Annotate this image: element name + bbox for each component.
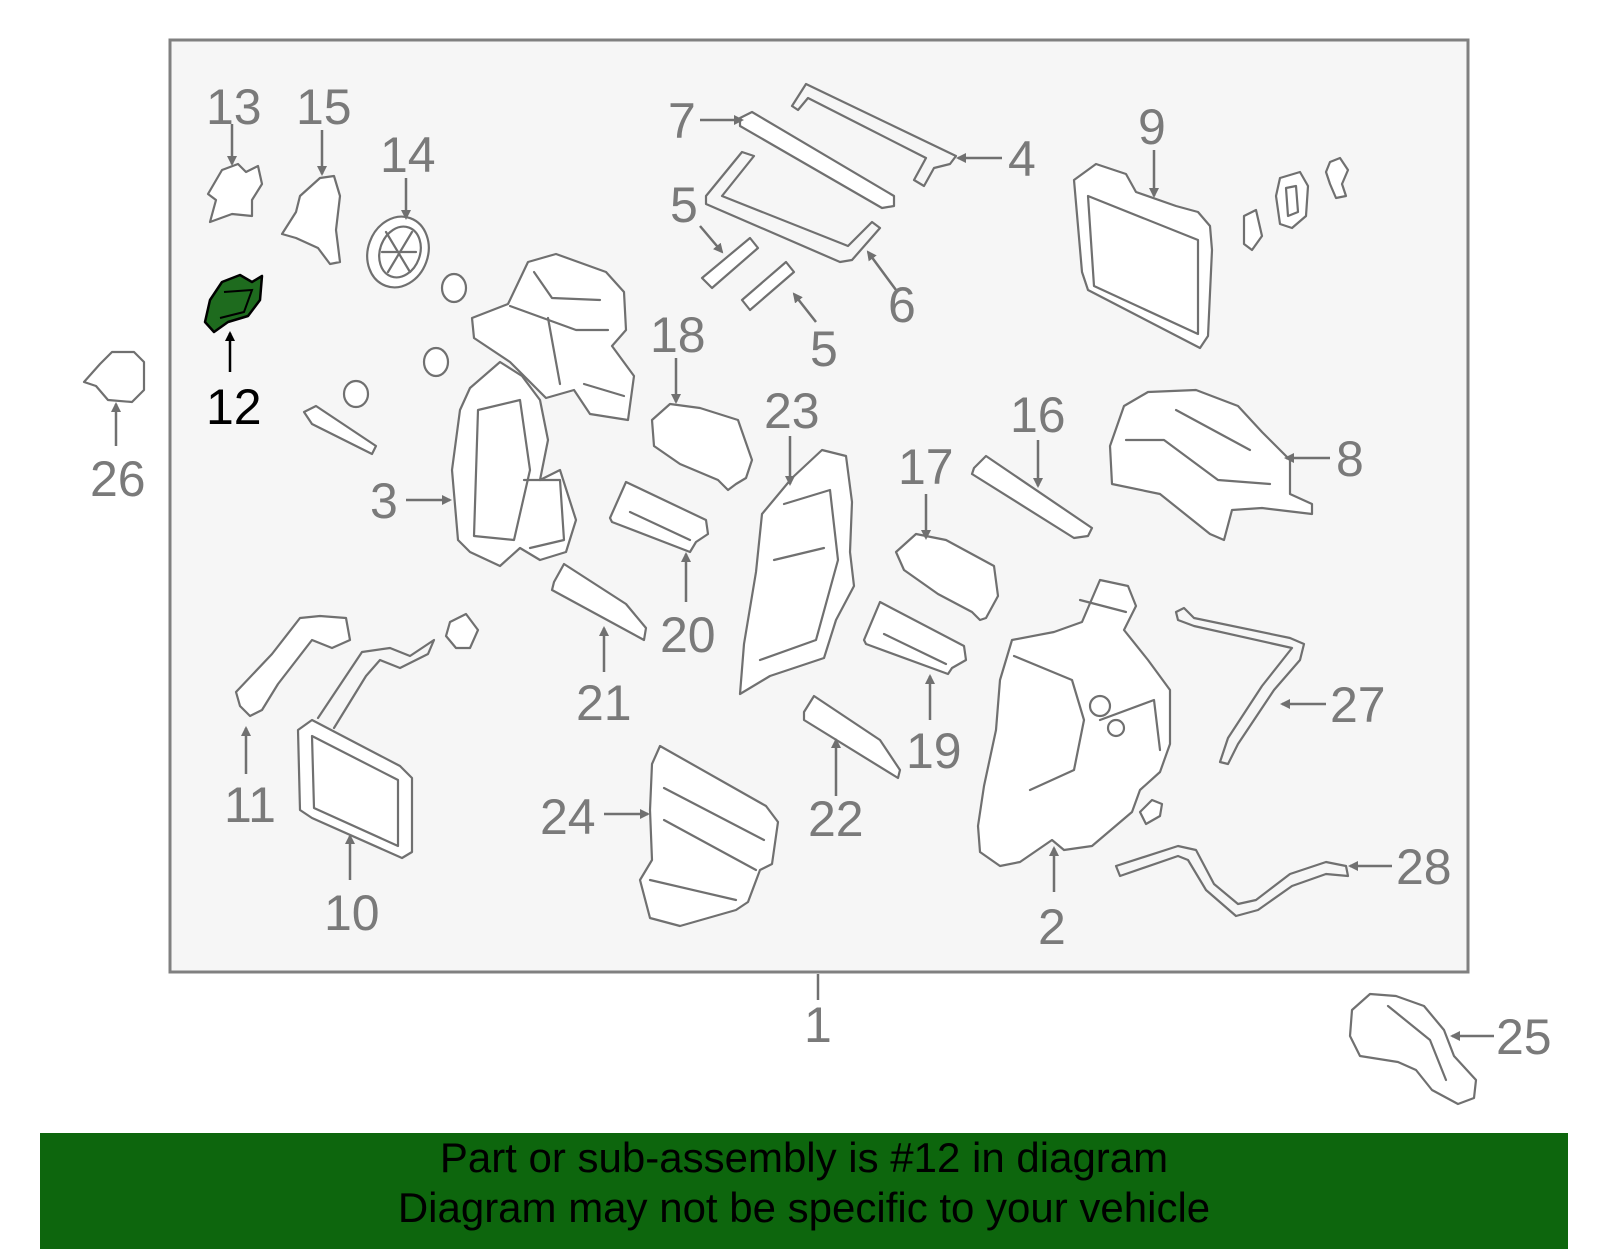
info-banner-background [40,1133,1568,1249]
part-19-detail [882,632,948,666]
banner-line-1: Part or sub-assembly is #12 in diagram [439,1134,1169,1181]
part-16-shape [970,454,1094,540]
callout-19: 19 [906,723,962,779]
blower-housing-shape [470,252,636,422]
banner-line-2: Diagram may not be specific to your vehi… [397,1184,1211,1231]
part-4-shape [790,82,958,188]
part-27-shape [1174,606,1306,766]
callout-13: 13 [206,79,262,135]
part-8-shape [1108,388,1314,542]
part-14-shape [366,215,430,289]
callout-17: 17 [898,439,954,495]
info-banner: Part or sub-assembly is #12 in diagram D… [40,1133,1568,1249]
leader-5a [699,225,724,254]
callout-18: 18 [650,307,706,363]
part-7-shape [738,110,896,210]
callout-6: 6 [888,277,916,333]
part-5b-shape [740,260,796,312]
callout-9: 9 [1138,99,1166,155]
part-24-shape [638,744,780,928]
callout-16: 16 [1010,387,1066,443]
callout-5b: 5 [810,321,838,377]
part-18-shape [650,402,754,492]
part-20-shape [608,480,710,554]
callout-24: 24 [540,789,596,845]
leader-6 [866,250,898,291]
part-13-shape [206,162,264,224]
callout-3: 3 [370,473,398,529]
callout-15: 15 [296,79,352,135]
expansion-fittings [1242,156,1350,252]
part-12-shape[interactable] [203,273,264,334]
part-26-shape [82,350,146,404]
bushing-parts [302,272,468,456]
part-20-detail [628,510,692,542]
part-22-shape [802,694,902,780]
part-9-shape [1072,162,1214,350]
small-bracket-part [1138,798,1164,826]
callout-12: 12 [206,379,262,435]
callout-20: 20 [660,607,716,663]
part-6-shape [704,150,882,264]
part-5a-shape [700,236,760,290]
part-10-shape [296,638,436,860]
part-21-shape [550,562,648,642]
callout-7: 7 [668,93,696,149]
part-28-shape [1114,844,1350,918]
callout-2: 2 [1038,899,1066,955]
part-11-shape [234,614,352,718]
callout-28: 28 [1396,839,1452,895]
callout-1: 1 [804,997,832,1053]
callout-26: 26 [90,451,146,507]
part-15-shape [280,174,342,266]
part-3-shape [450,360,578,568]
callout-11: 11 [224,777,276,833]
callout-22: 22 [808,791,864,847]
part-2-shape [976,578,1172,868]
part-19-shape [862,600,968,676]
part-23-shape [738,448,856,696]
callout-14: 14 [380,127,436,183]
callout-25: 25 [1496,1009,1552,1065]
callout-21: 21 [576,675,632,731]
clip-part [444,612,480,650]
part-17-shape [894,532,1000,622]
callout-4: 4 [1008,131,1036,187]
callout-10: 10 [324,885,380,941]
leader-5b [792,292,817,323]
callout-8: 8 [1336,431,1364,487]
callout-23: 23 [764,383,820,439]
callout-5a: 5 [670,177,698,233]
callout-27: 27 [1330,677,1386,733]
part-25-shape [1348,992,1478,1106]
